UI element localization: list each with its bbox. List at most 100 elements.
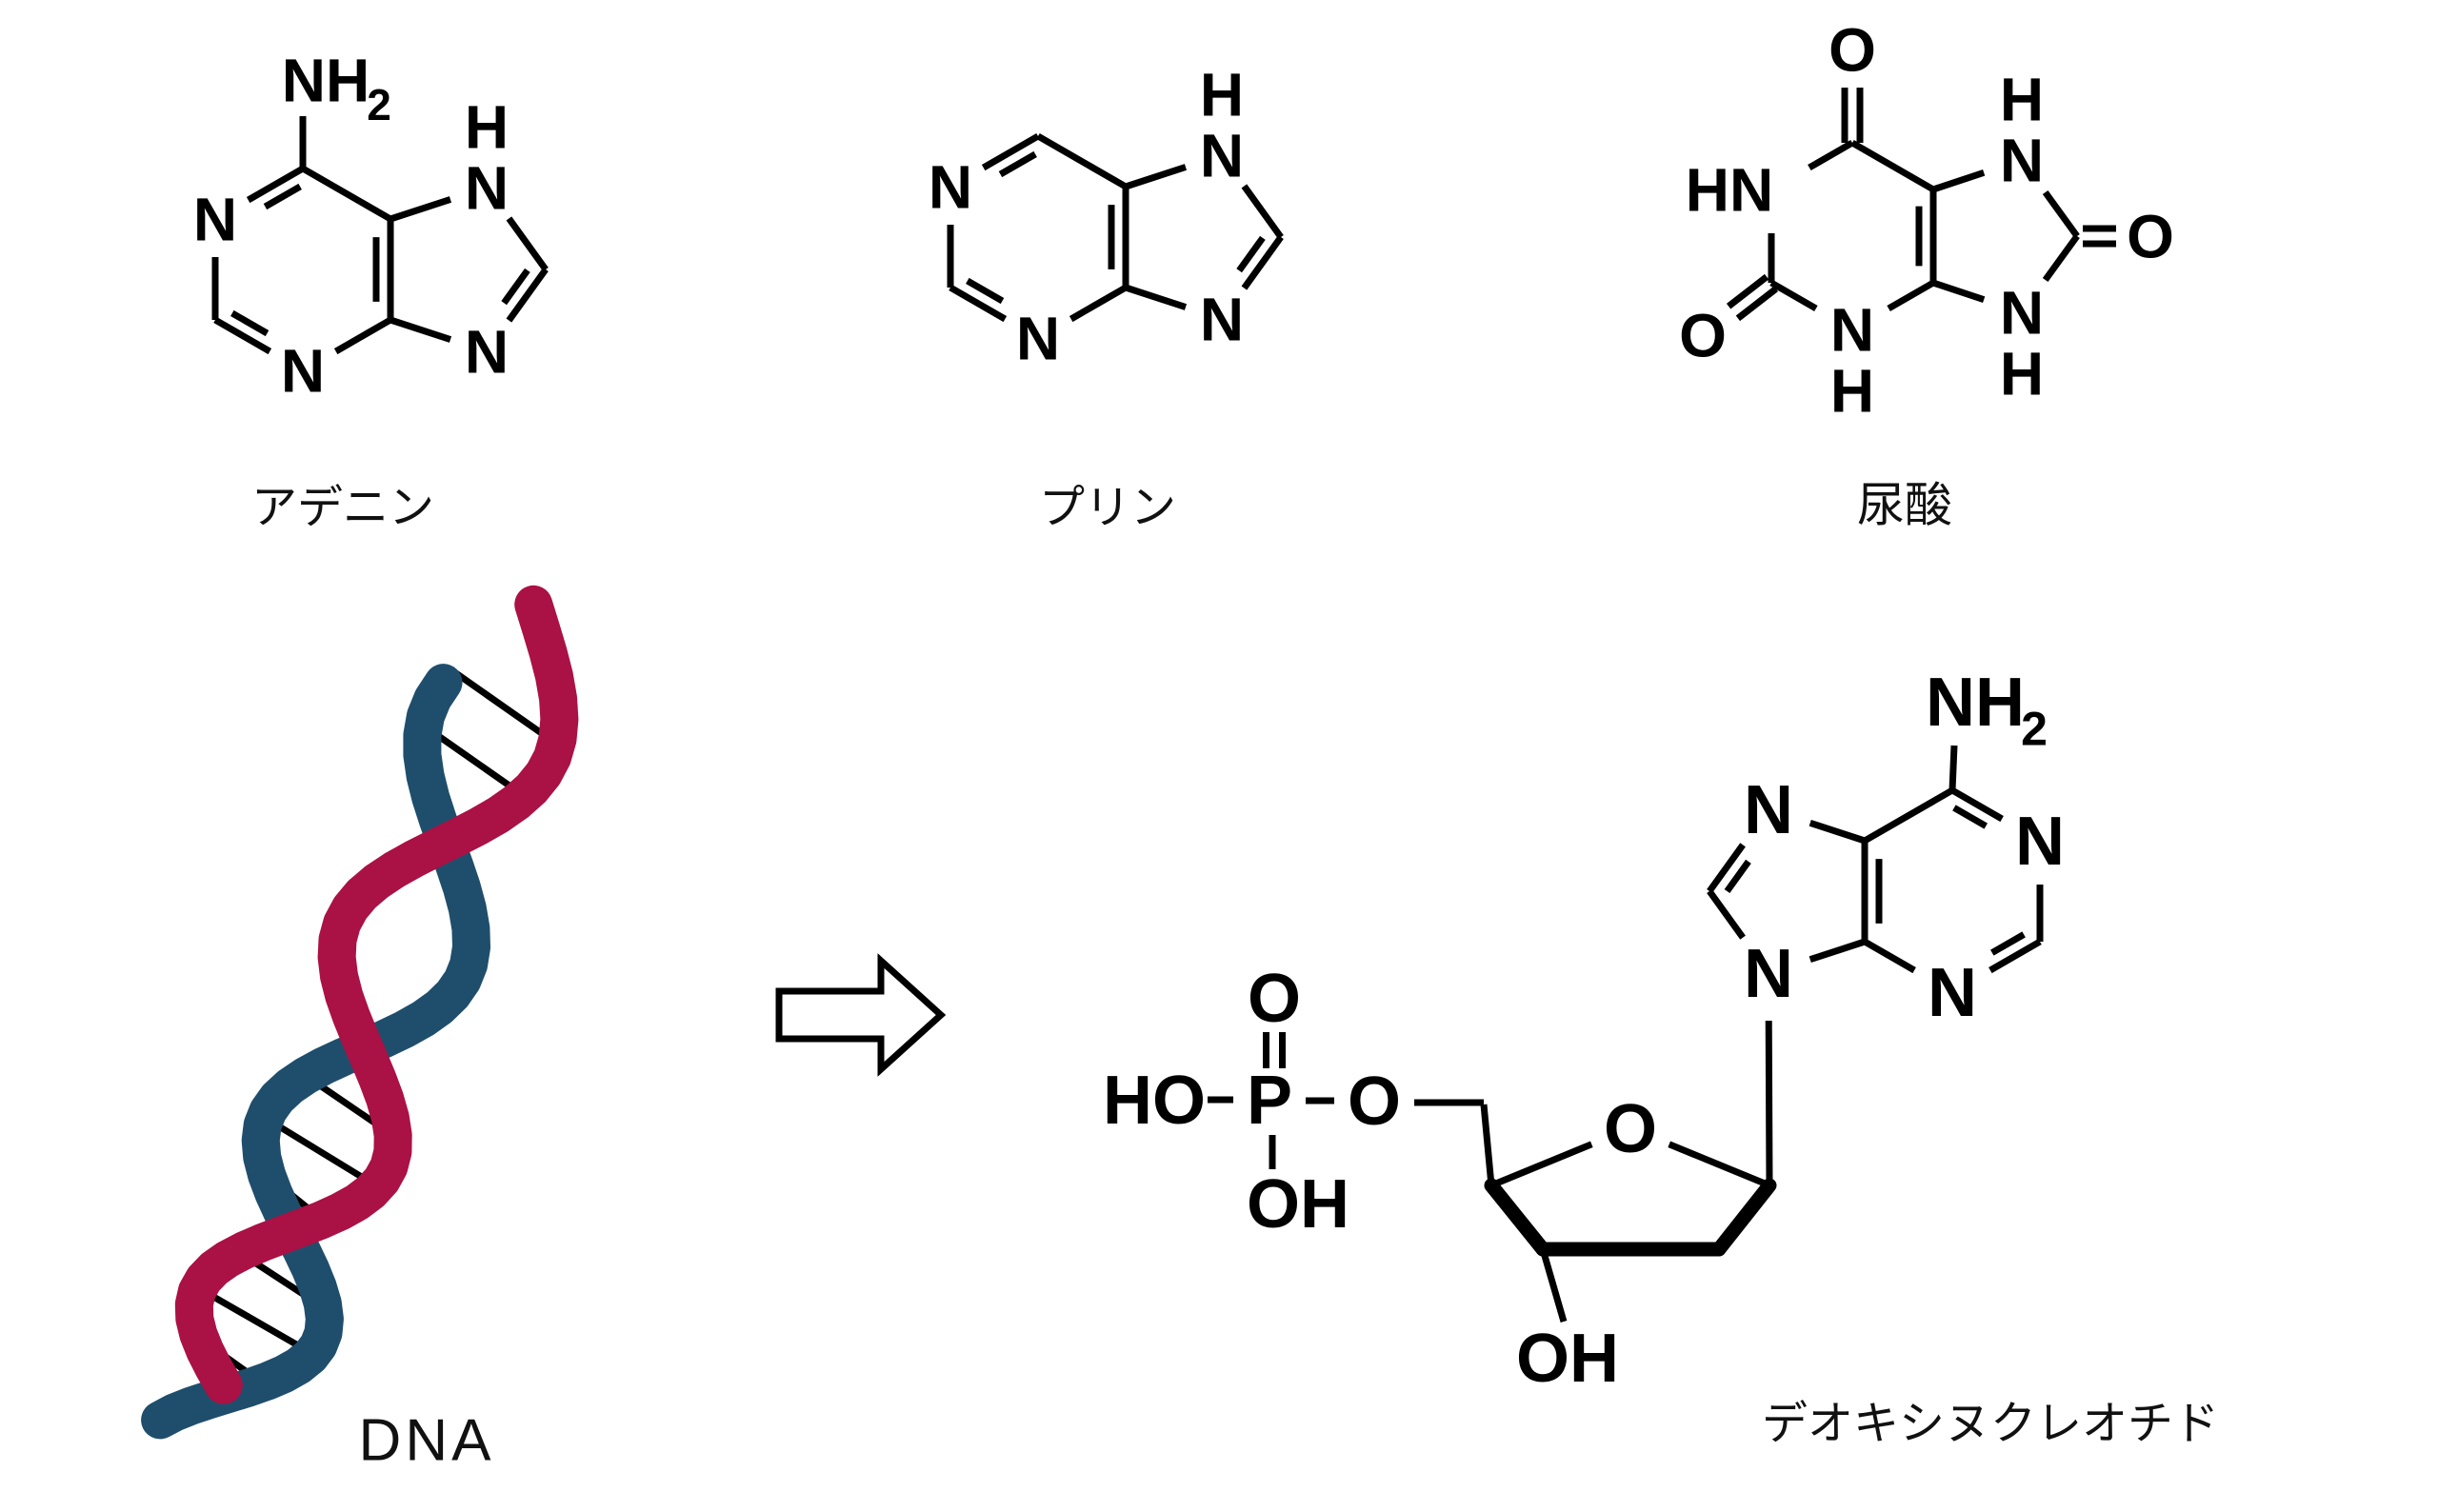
- atom-label-deoxynucleotide-ho_p: HO: [1103, 1063, 1206, 1139]
- atom-label-deoxynucleotide-n3: N: [1928, 955, 1977, 1031]
- deoxynucleotide-bond: [1480, 1104, 1495, 1186]
- purine-bond: [949, 284, 1008, 323]
- atom-label-uric_acid-n9_h: H: [2000, 339, 2044, 408]
- deoxynucleotide-bond: [1707, 888, 1746, 940]
- atom-label-adenine-amine_sub: 2: [367, 80, 391, 129]
- atom-label-deoxynucleotide-n1: N: [2015, 804, 2065, 880]
- uric_acid-bond: [1808, 139, 1854, 171]
- deoxynucleotide-bond: [1707, 843, 1746, 894]
- atom-label-purine-n3: N: [1016, 304, 1060, 372]
- uric_acid-bond: [1726, 273, 1769, 309]
- atom-label-deoxynucleotide-p: P: [1247, 1063, 1292, 1139]
- adenine-bond: [389, 196, 452, 223]
- adenine-bond: [333, 316, 392, 355]
- atom-label-deoxynucleotide-oh_3: OH: [1516, 1321, 1619, 1397]
- atom-label-uric_acid-n3: N: [1830, 295, 1874, 364]
- deoxynucleotide-bond: [1988, 938, 2042, 974]
- atom-label-uric_acid-o_left: O: [1679, 301, 1727, 369]
- uric_acid-bond: [1887, 279, 1935, 312]
- deoxynucleotide-bond-inner: [1952, 805, 1988, 829]
- atom-label-purine-n7_h: H: [1200, 60, 1244, 129]
- atom-label-uric_acid-n3_h: H: [1830, 356, 1874, 425]
- purine-bond: [1069, 284, 1128, 323]
- purine-bond: [1241, 184, 1284, 240]
- adenine-bond: [246, 165, 305, 204]
- purine-bond: [1124, 284, 1188, 310]
- purine-bond-inner: [966, 277, 1005, 305]
- caption-uric-acid: 尿酸: [1857, 479, 1952, 532]
- atom-label-purine-n7: N: [1200, 121, 1244, 189]
- atom-label-uric_acid-n7_h: H: [2000, 65, 2044, 133]
- atom-label-deoxynucleotide-oh_p: OH: [1247, 1166, 1349, 1243]
- right-arrow-icon: [775, 953, 947, 1077]
- deoxynucleotide-bond: [1539, 1248, 1568, 1323]
- uric_acid-bond: [1931, 279, 1986, 304]
- atom-label-adenine-n7: N: [465, 153, 509, 222]
- deoxynucleotide-bond: [1489, 1141, 1593, 1189]
- adenine-bond: [389, 316, 452, 343]
- adenine-bond: [213, 316, 272, 355]
- atom-label-deoxynucleotide-n7: N: [1744, 772, 1793, 848]
- atom-label-adenine-n9: N: [465, 317, 509, 386]
- captions: アデニン プリン 尿酸 DNA デオキシヌクレオチド: [251, 479, 2219, 1474]
- uric_acid-bond: [2042, 189, 2080, 239]
- deoxynucleotide-bond: [1809, 819, 1867, 845]
- purine-bond: [1036, 132, 1128, 190]
- caption-purine: プリン: [1039, 483, 1176, 533]
- deoxynucleotide-bond-inner: [1990, 931, 2026, 956]
- atom-label-deoxynucleotide-amine_sub: 2: [2021, 703, 2048, 756]
- adenine-bond: [506, 267, 549, 323]
- deoxynucleotide-bond: [1863, 938, 1916, 974]
- caption-deoxynucleotide: デオキシヌクレオチド: [1762, 1399, 2219, 1449]
- uric_acid-bond: [1769, 279, 1818, 312]
- atom-label-deoxynucleotide-o_ester: O: [1348, 1064, 1401, 1140]
- dna-helix: [141, 585, 579, 1440]
- deoxynucleotide-bond: [1809, 938, 1867, 964]
- uric_acid-bond: [2042, 233, 2080, 283]
- purine-bond-inner: [1236, 235, 1266, 273]
- adenine-bond-inner: [501, 268, 530, 306]
- deoxynucleotide-bond: [1950, 786, 2004, 823]
- atom-label-uric_acid-o_right: O: [2127, 202, 2174, 270]
- purine-bond: [1241, 234, 1284, 290]
- atom-label-uric_acid-n9: N: [2000, 278, 2044, 347]
- uric_acid-bond: [1850, 139, 1935, 193]
- deoxynucleotide-bond: [1711, 1178, 1777, 1257]
- deoxynucleotide-bond: [1484, 1178, 1550, 1257]
- uric_acid-bond: [1931, 169, 1986, 193]
- caption-dna: DNA: [359, 1408, 495, 1474]
- atom-label-adenine-n3: N: [281, 336, 325, 405]
- dna-strand-red: [174, 585, 579, 1404]
- atom-label-deoxynucleotide-n9: N: [1744, 936, 1793, 1012]
- atom-label-purine-n1: N: [929, 152, 972, 221]
- uric_acid-bond: [1735, 286, 1779, 322]
- atom-label-deoxynucleotide-o_dbl: O: [1248, 961, 1301, 1037]
- adenine-bond: [506, 216, 549, 272]
- atom-label-uric_acid-hn1: HN: [1686, 155, 1773, 224]
- atom-label-uric_acid-n7: N: [2000, 126, 2044, 194]
- adenine-bond-inner: [230, 309, 270, 337]
- atom-label-uric_acid-o_top: O: [1828, 15, 1876, 84]
- purine-bond: [1124, 164, 1188, 190]
- atom-label-deoxynucleotide-amine: NH: [1926, 665, 2025, 741]
- atom-label-purine-n9: N: [1200, 285, 1244, 353]
- dna-rung: [263, 1114, 379, 1189]
- deoxynucleotide-bond-inner: [1724, 859, 1751, 894]
- atom-label-deoxynucleotide-ring_o: O: [1604, 1091, 1657, 1167]
- dna-rung: [196, 1284, 314, 1357]
- caption-adenine: アデニン: [251, 483, 434, 533]
- purine-bond-inner: [998, 150, 1037, 178]
- deoxynucleotide-bond: [1863, 786, 1954, 845]
- purine-bond: [981, 132, 1040, 171]
- deoxynucleotide-bond: [1948, 745, 1958, 791]
- atom-label-adenine-amine: NH: [282, 46, 370, 114]
- adenine-bond-inner: [263, 183, 302, 210]
- atom-label-adenine-n1: N: [193, 185, 237, 253]
